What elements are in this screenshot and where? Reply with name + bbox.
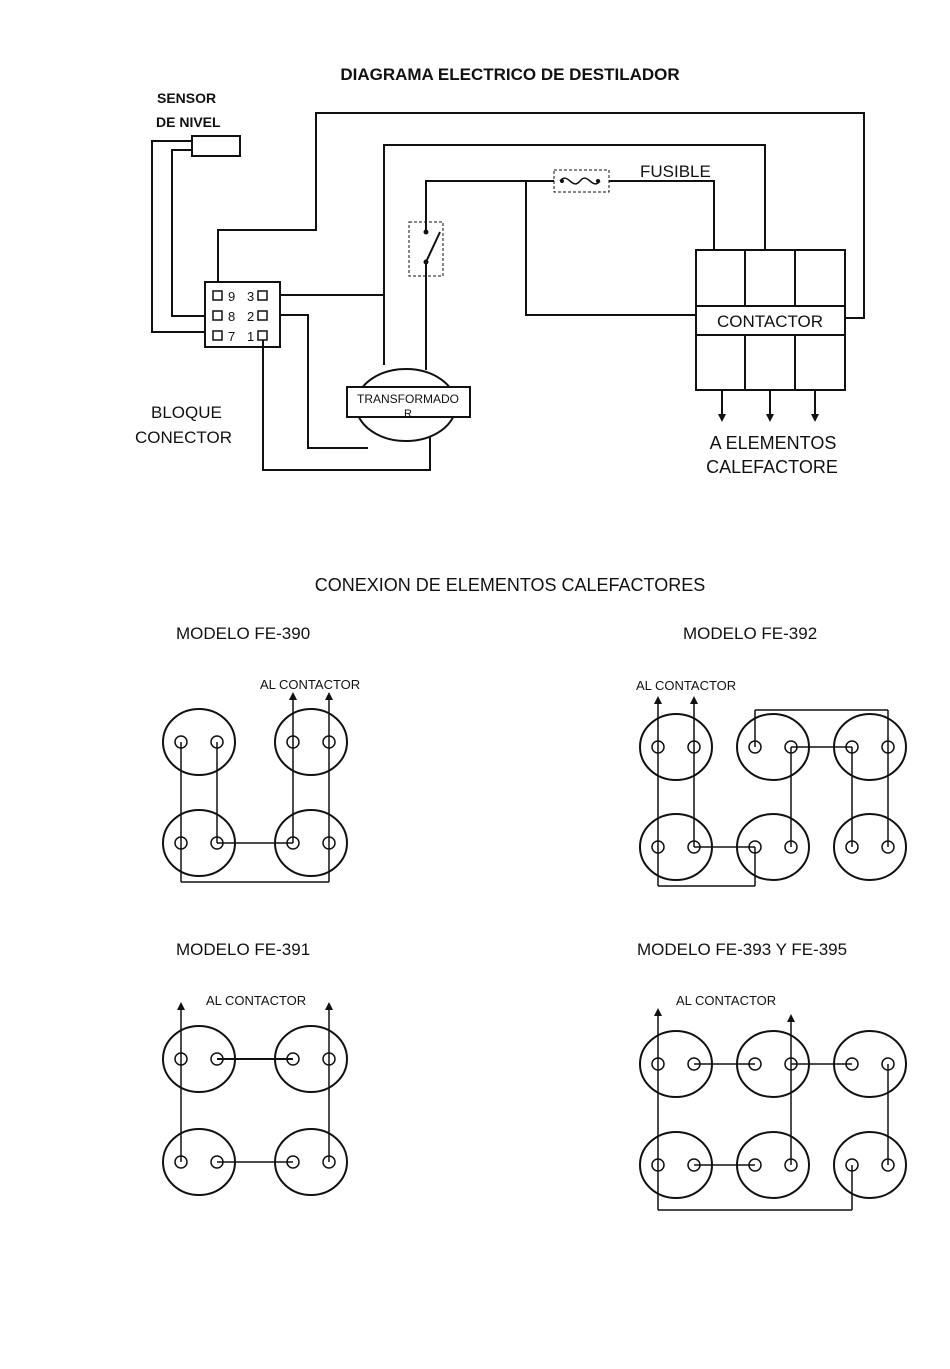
model-fe-392-contactor-label: AL CONTACTOR <box>636 678 736 693</box>
switch-blade <box>426 232 440 262</box>
terminal-label-8: 8 <box>228 309 235 324</box>
wire-switch-fuse <box>426 181 526 232</box>
output-label-line2: CALEFACTORE <box>706 457 838 477</box>
terminals <box>175 736 335 849</box>
model-fe-392-title: MODELO FE-392 <box>683 624 817 643</box>
diagram-title: DIAGRAMA ELECTRICO DE DESTILADOR <box>340 65 679 84</box>
model-fe-390: MODELO FE-390 AL CONTACTOR <box>163 624 360 882</box>
wire-contactor-coil <box>526 181 696 315</box>
transformer-label-line1: TRANSFORMADO <box>357 392 459 406</box>
terminal-label-3: 3 <box>247 289 254 304</box>
block-label-line2: CONECTOR <box>135 428 232 447</box>
fuse-contact-left <box>560 179 564 183</box>
level-sensor <box>192 136 240 156</box>
connection-wires <box>217 1059 329 1162</box>
model-fe-391-contactor-label: AL CONTACTOR <box>206 993 306 1008</box>
switch-contact-lower <box>424 260 429 265</box>
sensor-wire-inner <box>172 150 205 316</box>
model-fe-393-title: MODELO FE-393 Y FE-395 <box>637 940 847 959</box>
fuse-label: FUSIBLE <box>640 162 711 181</box>
model-fe-391-title: MODELO FE-391 <box>176 940 310 959</box>
terminals <box>652 741 894 853</box>
contactor-label: CONTACTOR <box>717 312 823 331</box>
model-fe-392: MODELO FE-392 AL CONTACTOR <box>636 624 906 886</box>
model-fe-393-contactor-label: AL CONTACTOR <box>676 993 776 1008</box>
terminals <box>652 1058 894 1171</box>
heater-element <box>834 814 906 880</box>
sensor-wire-outer <box>152 141 205 332</box>
heater-element <box>640 714 712 780</box>
connection-wires <box>658 1064 888 1210</box>
model-fe-391: MODELO FE-391 AL CONTACTOR <box>163 940 347 1195</box>
terminal-label-7: 7 <box>228 329 235 344</box>
terminal-label-1: 1 <box>247 329 254 344</box>
heater-element <box>834 1132 906 1198</box>
fuse-contact-right <box>596 179 600 183</box>
heater-element <box>163 709 235 775</box>
terminals <box>175 1053 335 1168</box>
block-label-line1: BLOQUE <box>151 403 222 422</box>
terminal-label-9: 9 <box>228 289 235 304</box>
connection-wires <box>658 710 888 886</box>
model-fe-390-title: MODELO FE-390 <box>176 624 310 643</box>
connections-title: CONEXION DE ELEMENTOS CALEFACTORES <box>315 575 705 595</box>
transformer-label-line2: R <box>404 408 412 420</box>
fuse-symbol <box>560 178 600 184</box>
output-label-line1: A ELEMENTOS <box>710 433 837 453</box>
heater-element <box>275 709 347 775</box>
terminal-label-2: 2 <box>247 309 254 324</box>
model-fe-393-fe-395: MODELO FE-393 Y FE-395 AL CONTACTOR <box>637 940 906 1210</box>
wire-terminal2-transformer <box>280 315 368 448</box>
sensor-label-line1: SENSOR <box>157 90 216 106</box>
sensor-label-line2: DE NIVEL <box>156 114 221 130</box>
connection-wires <box>181 742 329 882</box>
electrical-diagram: DIAGRAMA ELECTRICO DE DESTILADOR SENSOR … <box>135 65 864 477</box>
wire-fuse-contactor <box>609 181 714 250</box>
model-fe-390-contactor-label: AL CONTACTOR <box>260 677 360 692</box>
